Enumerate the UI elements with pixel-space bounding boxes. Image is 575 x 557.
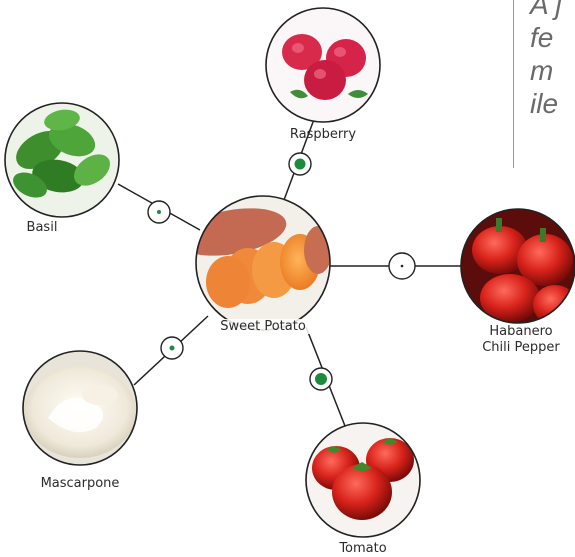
- mascarpone-label: Mascarpone: [30, 476, 130, 491]
- quote-line-3: m: [514, 54, 575, 87]
- center-label: Sweet Potato: [211, 319, 315, 334]
- sweet-potato-image: [174, 196, 332, 330]
- tomato-label: Tomato: [333, 541, 393, 556]
- quote-line-4: ile: [514, 87, 575, 120]
- basil-label: Basil: [22, 220, 62, 235]
- marker-habanero: [389, 253, 415, 279]
- mascarpone-node: [23, 351, 137, 465]
- pull-quote: A j fe m ile: [513, 0, 575, 168]
- quote-line-2: fe: [514, 21, 575, 54]
- raspberry-label: Raspberry: [281, 127, 365, 142]
- habanero-label-line2: Chili Pepper: [473, 340, 569, 355]
- basil-node: [5, 103, 119, 217]
- marker-mascarpone: [161, 337, 183, 359]
- habanero-label-line1: Habanero: [473, 324, 569, 339]
- habanero-node: [461, 209, 575, 325]
- tomato-node: [306, 423, 420, 537]
- sweet-potato-node: [174, 196, 332, 330]
- raspberry-node: [266, 8, 380, 122]
- marker-raspberry: [289, 153, 311, 175]
- quote-line-1: A j: [514, 0, 575, 21]
- marker-tomato: [310, 368, 332, 390]
- marker-basil: [148, 201, 170, 223]
